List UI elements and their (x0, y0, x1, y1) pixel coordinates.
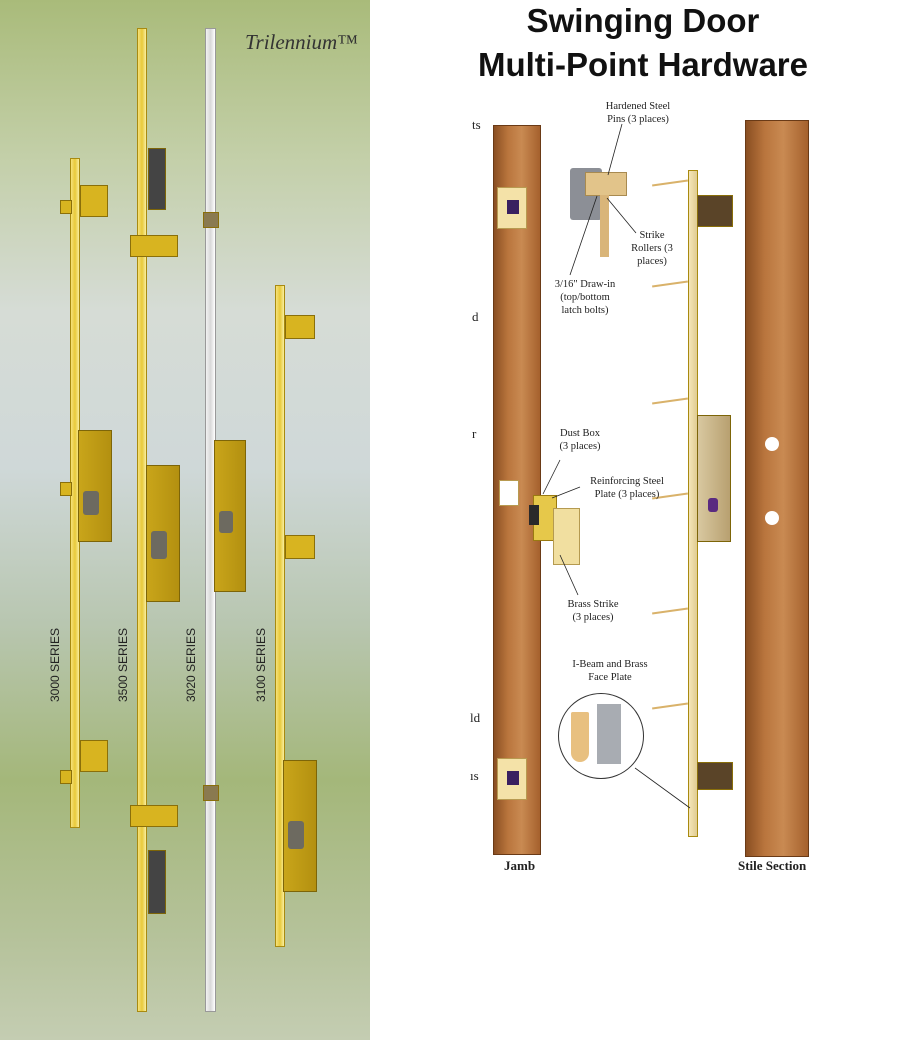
gearbox (697, 415, 731, 542)
hook-bolt (697, 195, 733, 227)
callout-reinforcing: Reinforcing Steel Plate (3 places) (590, 476, 664, 501)
gearbox (283, 760, 317, 892)
roller (203, 212, 219, 228)
strike-plate (497, 758, 527, 800)
callout-ibeam: I-Beam and Brass Face Plate (572, 659, 648, 684)
brass-strike (553, 508, 580, 565)
hook-bolt (285, 315, 315, 339)
hook-bolt (130, 235, 178, 257)
callout-rollers: Strike Rollers (3 places) (631, 230, 673, 268)
gearbox (146, 465, 180, 602)
callout-pins: Hardened Steel Pins (3 places) (605, 101, 671, 126)
page-title-line1: Swinging Door (526, 2, 760, 39)
stile-label: Stile Section (738, 858, 807, 873)
hook-bolt (130, 805, 178, 827)
brand-logo: Trilennium™ (245, 30, 358, 54)
hook-bolt (80, 185, 108, 217)
strike-plate (497, 187, 527, 229)
gearbox (214, 440, 246, 592)
bolt (60, 482, 72, 496)
latch-bolt (600, 195, 609, 257)
cut-text: d (472, 309, 479, 324)
hook-bolt (80, 740, 108, 772)
cut-text: ts (472, 117, 481, 132)
callout-dustbox: Dust Box (3 places) (559, 428, 601, 453)
cut-text: r (472, 426, 477, 441)
cylinder-hole (765, 437, 779, 451)
callout-drawin: 3/16" Draw-in (top/bottom latch bolts) (554, 279, 616, 317)
callout-strike: Brass Strike (3 places) (567, 599, 619, 624)
page-title-line2: Multi-Point Hardware (477, 46, 809, 83)
stile-section (745, 120, 809, 857)
roller (203, 785, 219, 801)
lock-bar-3100 (275, 285, 285, 947)
dust-box (529, 505, 539, 525)
cut-text: ld (470, 710, 481, 725)
product-photo-panel: Trilennium™ 3000 SERIES 3500 SERIES 3020… (0, 0, 370, 1040)
ibeam-detail (558, 693, 644, 779)
bolt (60, 770, 72, 784)
handle-hole (765, 511, 779, 525)
hook-bolt (697, 762, 733, 790)
cut-text: ıs (470, 768, 479, 783)
strike-cutout (499, 480, 519, 506)
jamb-label: Jamb (504, 858, 536, 873)
hook-bolt (285, 535, 315, 559)
roller-box (148, 148, 166, 210)
roller-box (148, 850, 166, 914)
gearbox (78, 430, 112, 542)
bolt (60, 200, 72, 214)
